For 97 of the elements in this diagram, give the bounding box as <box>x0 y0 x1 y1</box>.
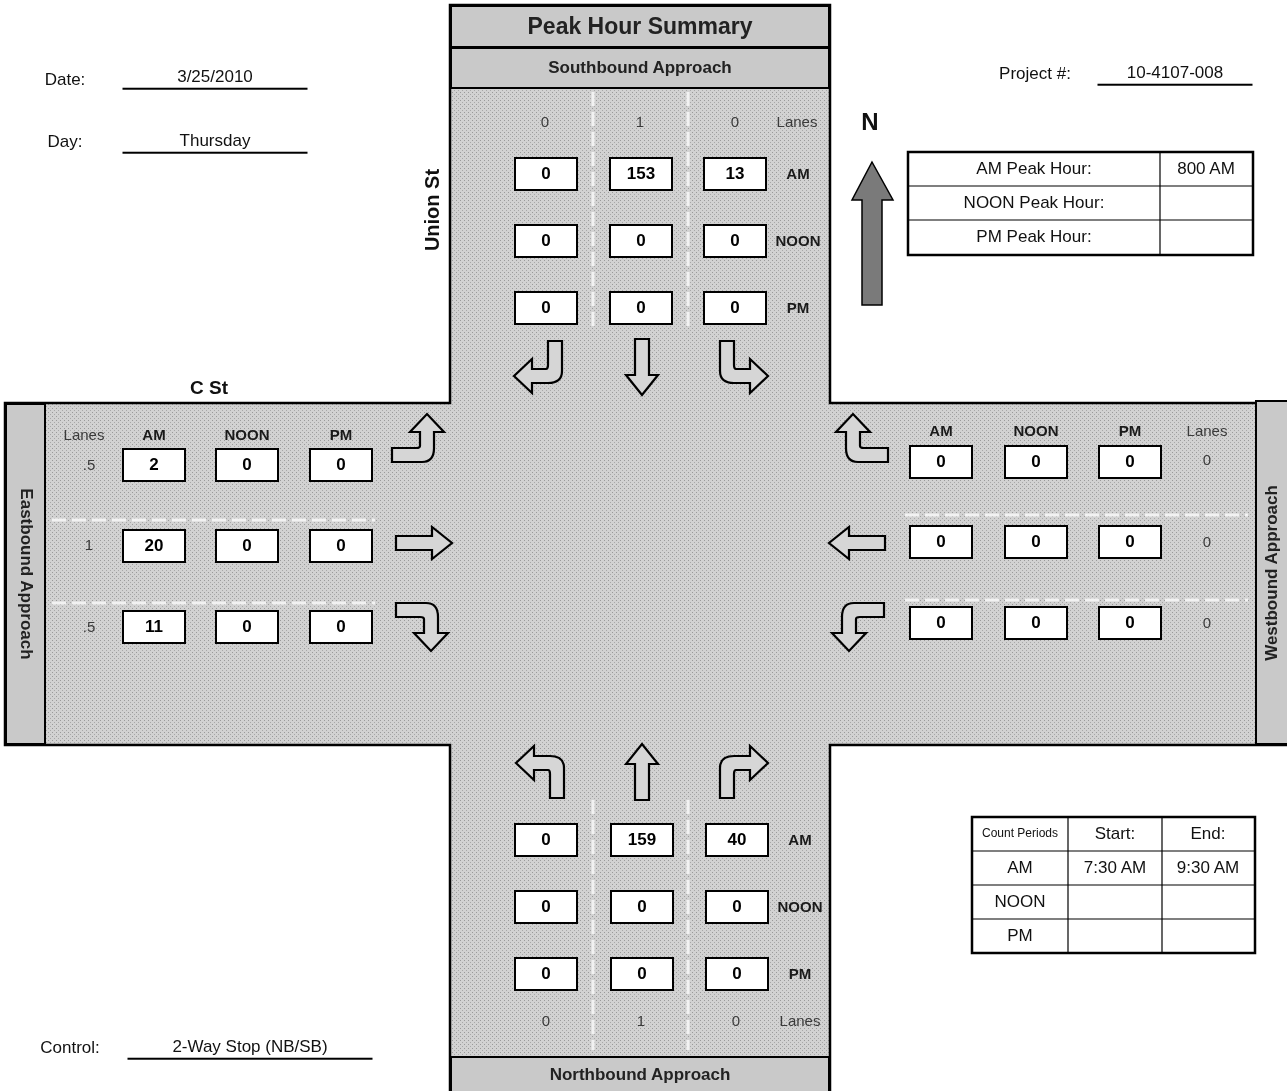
date-field: 3/25/2010 <box>122 66 308 90</box>
count-box: 0 <box>1004 606 1068 640</box>
lane-count: .5 <box>82 618 96 636</box>
period-label: AM <box>788 831 812 849</box>
table-cell: PM Peak Hour: <box>976 227 1092 247</box>
period-label: PM <box>788 965 812 983</box>
north-label: N <box>861 108 879 136</box>
field-label: Date: <box>44 70 86 90</box>
lane-count: 1 <box>84 536 94 554</box>
count-box: 0 <box>1098 606 1162 640</box>
approach-label: Eastbound Approach <box>15 488 36 660</box>
count-box: 0 <box>1004 525 1068 559</box>
lane-count: 1 <box>636 1012 646 1030</box>
street-name: C St <box>190 377 228 399</box>
count-box: 0 <box>1098 445 1162 479</box>
approach-band <box>450 1056 830 1091</box>
count-box: 0 <box>909 525 973 559</box>
lane-count: 0 <box>541 1012 551 1030</box>
title-band <box>450 5 830 48</box>
count-box: 0 <box>1004 445 1068 479</box>
lanes-header: Lanes <box>776 113 818 131</box>
count-box: 159 <box>610 823 674 857</box>
count-box: 0 <box>703 291 767 325</box>
field-label: Control: <box>40 1038 100 1058</box>
count-box: 0 <box>215 610 279 644</box>
period-label: NOON <box>775 232 821 250</box>
field-label: Project #: <box>999 64 1071 84</box>
lanes-header: Lanes <box>779 1012 821 1030</box>
count-box: 0 <box>309 610 373 644</box>
street-name: Union St <box>420 168 444 252</box>
lane-count: .5 <box>82 456 96 474</box>
count-box: 153 <box>609 157 673 191</box>
count-box: 0 <box>610 890 674 924</box>
period-label: AM <box>786 165 810 183</box>
count-box: 0 <box>705 957 769 991</box>
period-label: PM <box>329 426 353 444</box>
count-box: 40 <box>705 823 769 857</box>
period-label: NOON <box>224 426 270 444</box>
lane-count: 1 <box>635 113 645 131</box>
lanes-header: Lanes <box>1186 422 1228 440</box>
period-label: AM <box>929 422 953 440</box>
lane-count: 0 <box>1202 614 1212 632</box>
lane-count: 0 <box>730 113 740 131</box>
period-label: PM <box>786 299 810 317</box>
control-field: 2-Way Stop (NB/SB) <box>127 1036 373 1060</box>
lane-count: 0 <box>731 1012 741 1030</box>
count-box: 0 <box>514 157 578 191</box>
count-box: 2 <box>122 448 186 482</box>
day-field: Thursday <box>122 130 308 154</box>
table-cell: NOON Peak Hour: <box>963 193 1105 213</box>
approach-label: Northbound Approach <box>549 1064 731 1085</box>
period-label: PM <box>1118 422 1142 440</box>
table-cell: Count Periods <box>982 827 1058 841</box>
count-box: 0 <box>514 291 578 325</box>
table-cell: End: <box>1190 824 1226 844</box>
table-cell: 7:30 AM <box>1083 858 1147 878</box>
count-box: 0 <box>610 957 674 991</box>
count-box: 20 <box>122 529 186 563</box>
count-box: 0 <box>609 291 673 325</box>
project-number-field: 10-4107-008 <box>1097 62 1253 86</box>
approach-band <box>1255 400 1287 745</box>
lane-count: 0 <box>1202 451 1212 469</box>
lane-count: 0 <box>540 113 550 131</box>
count-box: 0 <box>909 445 973 479</box>
count-box: 0 <box>514 823 578 857</box>
count-box: 0 <box>514 890 578 924</box>
count-box: 0 <box>1098 525 1162 559</box>
lanes-header: Lanes <box>63 426 105 444</box>
approach-label: Westbound Approach <box>1262 484 1282 661</box>
lane-count: 0 <box>1202 533 1212 551</box>
table-cell: 9:30 AM <box>1176 858 1240 878</box>
table-cell: AM <box>1007 858 1033 878</box>
count-box: 11 <box>122 610 186 644</box>
table-cell: AM Peak Hour: <box>976 159 1092 179</box>
period-label: NOON <box>1013 422 1059 440</box>
table-cell: Start: <box>1094 824 1136 844</box>
approach-band <box>450 47 830 89</box>
count-box: 0 <box>215 448 279 482</box>
count-box: 0 <box>514 957 578 991</box>
table-cell: 800 AM <box>1177 159 1235 179</box>
count-box: 0 <box>705 890 769 924</box>
count-box: 0 <box>703 224 767 258</box>
period-label: AM <box>142 426 166 444</box>
count-box: 0 <box>609 224 673 258</box>
count-box: 0 <box>309 448 373 482</box>
count-box: 0 <box>909 606 973 640</box>
count-box: 0 <box>309 529 373 563</box>
table-cell: PM <box>1007 926 1033 946</box>
approach-band <box>5 403 46 745</box>
approach-label: Southbound Approach <box>548 58 732 78</box>
approach-label: Peak Hour Summary <box>527 13 753 40</box>
count-box: 0 <box>514 224 578 258</box>
count-box: 0 <box>215 529 279 563</box>
period-label: NOON <box>777 898 823 916</box>
table-cell: NOON <box>994 892 1046 912</box>
count-box: 13 <box>703 157 767 191</box>
field-label: Day: <box>47 132 83 152</box>
